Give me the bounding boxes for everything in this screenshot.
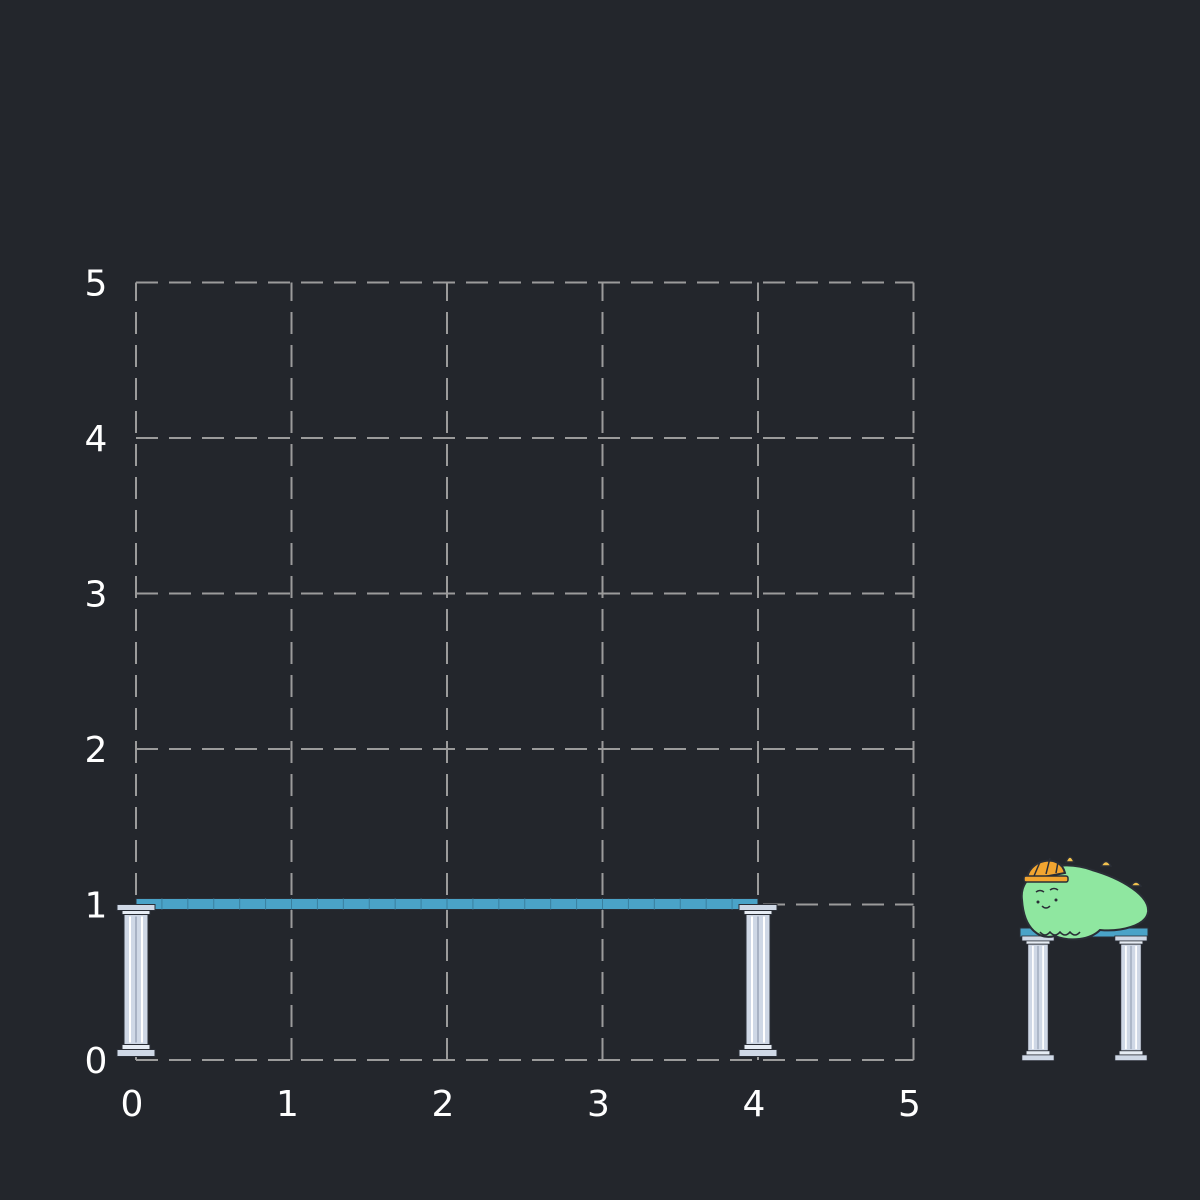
x-tick-label: 5 <box>898 1084 921 1125</box>
y-tick-label: 3 <box>85 575 108 616</box>
y-tick-label: 0 <box>85 1041 108 1082</box>
x-tick-label: 2 <box>432 1084 455 1125</box>
x-tick-label: 0 <box>121 1084 144 1125</box>
x-tick-label: 1 <box>276 1084 299 1125</box>
y-tick-label: 2 <box>85 730 108 771</box>
mascot-icon <box>1019 856 1150 1062</box>
x-axis-ticks: 0 1 2 3 4 5 <box>121 1084 921 1125</box>
bridge <box>135 898 759 910</box>
y-tick-label: 4 <box>85 419 108 460</box>
y-axis-ticks: 0 1 2 3 4 5 <box>85 264 108 1083</box>
x-tick-label: 3 <box>587 1084 610 1125</box>
y-tick-label: 1 <box>85 886 108 927</box>
pillar <box>116 903 156 1058</box>
pillar <box>738 903 778 1058</box>
y-tick-label: 5 <box>85 264 108 305</box>
grid <box>135 281 915 1061</box>
x-tick-label: 4 <box>743 1084 766 1125</box>
